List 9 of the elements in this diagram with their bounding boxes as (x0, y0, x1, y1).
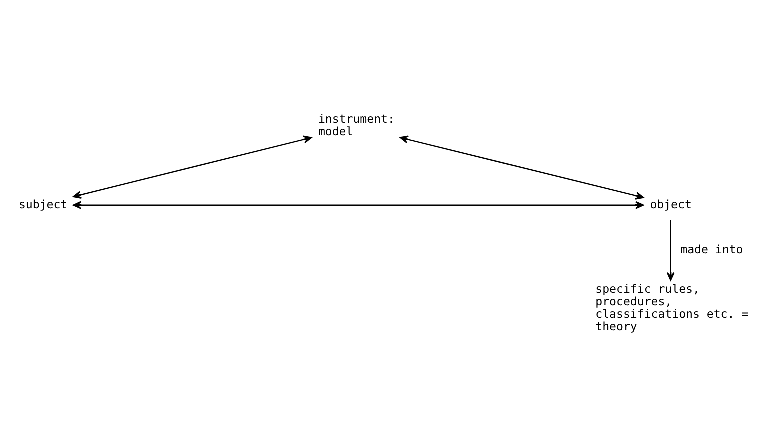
node-text: subject (18, 196, 68, 211)
arrow (666, 220, 675, 281)
arrow (72, 200, 644, 209)
arrow (400, 135, 644, 200)
node-text: instrument: model (318, 111, 395, 138)
edge-label: made into (680, 242, 744, 256)
arrow (72, 135, 312, 198)
node-text: object (650, 196, 692, 211)
node-text: specific rules, procedures, classifications etc. = theory (596, 282, 749, 333)
